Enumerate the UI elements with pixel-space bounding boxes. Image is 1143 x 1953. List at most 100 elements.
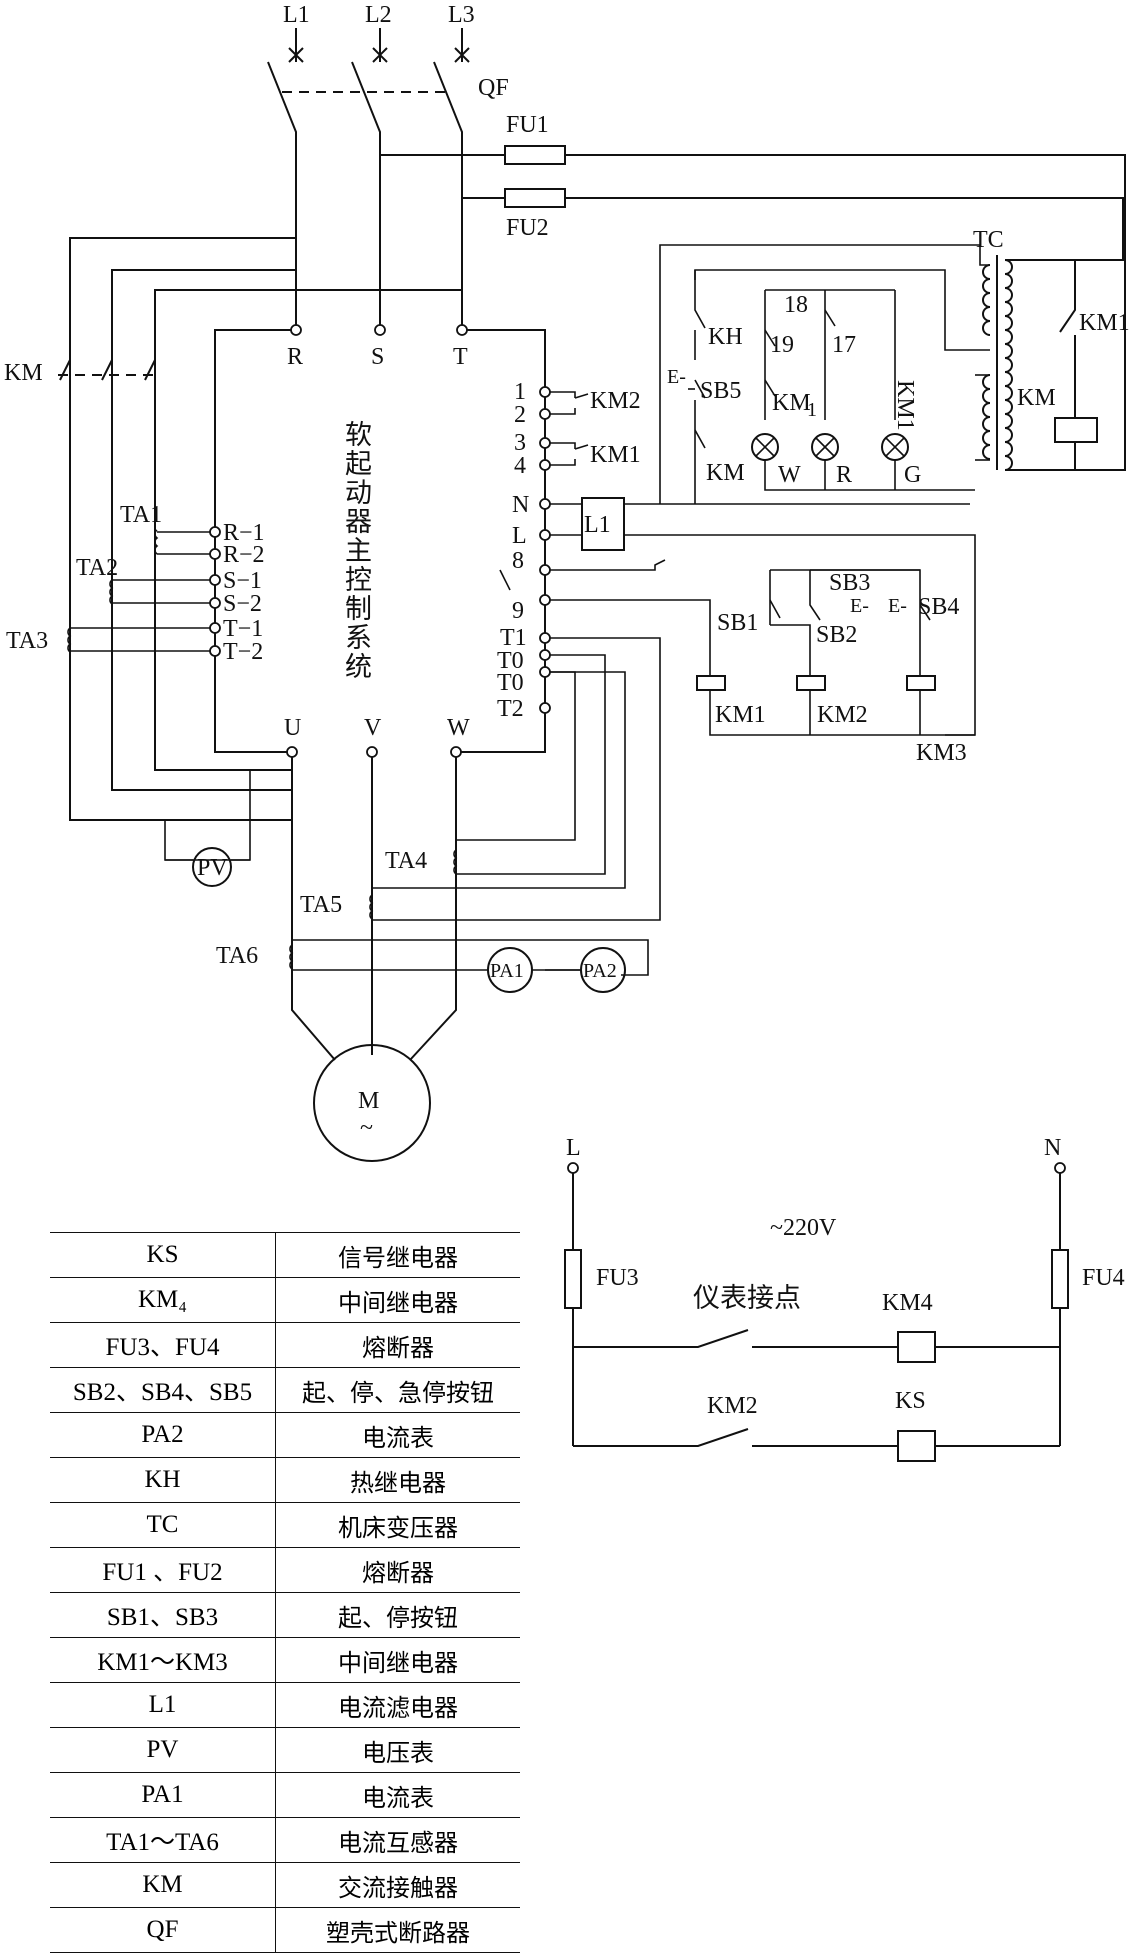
ct-terminal-r1: R−1 [223, 520, 265, 546]
coil-km2 [796, 675, 826, 691]
coil-km1 [696, 675, 726, 691]
aux-km2-label: KM2 [707, 1393, 758, 1419]
fuse-fu1-label: FU1 [506, 112, 549, 138]
legend-description: 中间继电器 [275, 1637, 520, 1683]
legend-description: 熔断器 [275, 1547, 520, 1593]
filter-l1-label: L1 [584, 512, 611, 538]
legend-symbol: KH [50, 1457, 276, 1503]
soft-starter-title: 软起动器主控制系统 [341, 420, 372, 681]
ct-terminal-s2: S−2 [223, 591, 262, 617]
legend-symbol: PA2 [50, 1412, 276, 1458]
sb1-label: SB1 [717, 610, 758, 636]
lamp-circuit: KH E- SB5 KM 18 19 17 KM 1 KM1 W R G [667, 270, 975, 504]
fuse-branch: FU1 FU2 [380, 112, 1126, 471]
legend-symbol: TC [50, 1502, 276, 1548]
ct-ta5-label: TA5 [300, 892, 342, 918]
sb4-e-mark-2: E- [888, 595, 907, 617]
terminal-8: 8 [512, 548, 524, 574]
legend-symbol: KM₄ [50, 1277, 276, 1323]
fuse-fu4-label: FU4 [1082, 1265, 1125, 1291]
terminal-t1: T1 [500, 625, 527, 651]
terminal-n: N [512, 492, 529, 518]
tc-km1-label: KM1 [1079, 310, 1130, 336]
ct-terminal-t2: T−2 [223, 639, 263, 665]
coil-km1-label: KM1 [715, 702, 766, 728]
output-side: U V W PV TA4 TA5 TA6 PA1 PA2 M ~ [164, 637, 661, 1162]
supply-lines: L1 L2 L3 QF [267, 2, 509, 325]
legend-description: 机床变压器 [275, 1502, 520, 1548]
node-18: 18 [784, 292, 808, 318]
ct-ta1-label: TA1 [120, 502, 162, 528]
legend-symbol: SB1、SB3 [50, 1592, 276, 1638]
terminal-t2: T2 [497, 696, 524, 722]
output-km1-label: KM1 [590, 442, 641, 468]
output-w-label: W [447, 715, 470, 741]
bypass-contactor: KM [4, 237, 462, 821]
terminal-3: 3 [514, 430, 526, 456]
meter-pv [192, 847, 232, 887]
meter-pa2-label: PA2 [583, 960, 617, 982]
output-u-label: U [284, 715, 301, 741]
fuse-fu3 [564, 1249, 582, 1309]
legend-description: 电压表 [275, 1727, 520, 1773]
input-s-label: S [371, 344, 384, 370]
km-coil-label: KM [1017, 385, 1056, 411]
fuse-fu3-label: FU3 [596, 1265, 639, 1291]
legend-description: 中间继电器 [275, 1277, 520, 1323]
sb5-label: SB5 [700, 378, 741, 404]
kh-label: KH [708, 324, 743, 350]
aux-n-label: N [1044, 1135, 1061, 1161]
pushbutton-circuit: SB3 E- E- SB4 SB1 SB2 KM1 KM2 KM3 [499, 559, 975, 766]
coil-km3-label: KM3 [916, 740, 967, 766]
meter-pv-label: PV [197, 855, 228, 881]
sb4-label: SB4 [918, 594, 959, 620]
motor-m [313, 1044, 431, 1162]
line-label-l3: L3 [448, 2, 475, 28]
legend-description: 塑壳式断路器 [275, 1907, 520, 1953]
sb4-e-mark-1: E- [850, 595, 869, 617]
output-km2-label: KM2 [590, 388, 641, 414]
contactor-km-label: KM [4, 360, 43, 386]
lamp-w-label: W [778, 462, 801, 488]
aux-voltage: ~220V [770, 1215, 837, 1241]
legend-symbol: PA1 [50, 1772, 276, 1818]
legend-description: 信号继电器 [275, 1232, 520, 1278]
terminal-t0-b: T0 [497, 670, 524, 696]
legend-description: 电流滤电器 [275, 1682, 520, 1728]
breaker-label: QF [478, 75, 509, 101]
legend-description: 起、停按钮 [275, 1592, 520, 1638]
input-r-label: R [287, 344, 303, 370]
fuse-fu2-label: FU2 [506, 215, 549, 241]
meter-pa1-label: PA1 [490, 960, 524, 982]
lamp-r-label: R [836, 462, 852, 488]
terminal-t0-a: T0 [497, 648, 524, 674]
line-label-l2: L2 [365, 2, 392, 28]
lamp-km1-sub: 1 [807, 399, 817, 421]
input-t-label: T [453, 344, 468, 370]
ct-terminal-s1: S−1 [223, 568, 262, 594]
motor-ac-symbol: ~ [360, 1115, 373, 1141]
legend-symbol: FU3、FU4 [50, 1322, 276, 1368]
ct-terminal-t1: T−1 [223, 616, 263, 642]
legend-symbol: KM1～KM3 [50, 1637, 276, 1683]
legend-description: 熔断器 [275, 1322, 520, 1368]
legend-symbol: TA1～TA6 [50, 1817, 276, 1863]
coil-km2-label: KM2 [817, 702, 868, 728]
legend-symbol: KM [50, 1862, 276, 1908]
fuse-fu4 [1051, 1249, 1069, 1309]
relay-ks-label: KS [895, 1388, 926, 1414]
legend-symbol: PV [50, 1727, 276, 1773]
terminal-2: 2 [514, 402, 526, 428]
output-v-label: V [364, 715, 382, 741]
sb3-label: SB3 [829, 570, 870, 596]
